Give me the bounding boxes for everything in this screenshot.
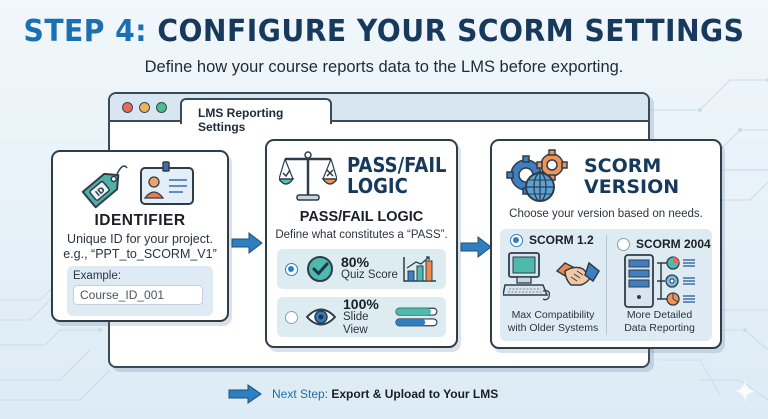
flow-arrow-icon: [460, 236, 492, 258]
progress-bars-icon: [395, 307, 438, 327]
example-box: Example: Course_ID_001: [67, 266, 213, 316]
slide-view-label: Slide View: [343, 310, 369, 336]
identifier-desc-line2: e.g., “PPT_to_SCORM_V1”: [63, 247, 217, 261]
next-step-label: Next Step:: [272, 387, 329, 401]
minimize-window-button[interactable]: [139, 102, 150, 113]
option-scorm-2004[interactable]: SCORM 2004: [606, 235, 712, 335]
version-options: SCORM 1.2 Max Compatibility: [500, 229, 712, 341]
next-step-text: Export & Upload to Your LMS: [331, 387, 499, 401]
arrow-right-icon: [228, 384, 262, 404]
scorm-12-desc-line1: Max Compatibility: [511, 309, 595, 321]
scorm-version-description: Choose your version based on needs.: [509, 208, 703, 220]
scorm-2004-label: SCORM 2004: [636, 237, 711, 251]
identifier-description: Unique ID for your project. e.g., “PPT_t…: [53, 232, 227, 262]
pass-fail-description: Define what constitutes a “PASS”.: [275, 229, 448, 241]
scorm-2004-desc-line2: Data Reporting: [624, 322, 695, 334]
page-subtitle: Define how your course reports data to t…: [144, 58, 624, 76]
pass-fail-heading-line1: PASS/FAIL: [347, 153, 447, 177]
slide-view-radio[interactable]: [285, 310, 298, 324]
option-quiz-score[interactable]: 80% Quiz Score: [277, 249, 446, 289]
window-titlebar: LMS Reporting Settings: [110, 94, 648, 134]
scorm-12-radio[interactable]: [510, 233, 523, 247]
computer-handshake-icon: [503, 252, 600, 301]
example-label: Example:: [73, 270, 121, 282]
identifier-desc-line1: Unique ID for your project.: [67, 232, 213, 246]
gears-globe-icon: [506, 149, 568, 202]
pass-fail-subtitle: PASS/FAIL LOGIC: [299, 209, 424, 225]
title-text: CONFIGURE YOUR SCORM SETTINGS: [157, 14, 745, 49]
server-reports-icon: [623, 254, 695, 308]
slide-view-value: 100%: [343, 295, 379, 312]
tab-lms-reporting-settings[interactable]: LMS Reporting Settings: [180, 98, 332, 134]
scorm-version-heading-line1: SCORM: [584, 155, 662, 177]
scorm-2004-radio[interactable]: [617, 237, 630, 251]
sparkle-icon: [734, 380, 756, 402]
close-window-button[interactable]: [122, 102, 133, 113]
quiz-score-value: 80%: [341, 254, 370, 270]
bar-chart-icon: [403, 256, 436, 282]
scorm-12-label: SCORM 1.2: [529, 233, 594, 247]
title-step: STEP 4:: [23, 14, 148, 49]
pass-fail-heading: PASS/FAIL LOGIC: [347, 155, 446, 197]
scorm-12-desc-line2: with Older Systems: [507, 322, 599, 334]
option-scorm-12[interactable]: SCORM 1.2 Max Compatibility: [500, 229, 606, 341]
scorm-2004-desc-line1: More Detailed: [626, 309, 693, 321]
identifier-card: ID IDENTIFIER Unique ID for your project…: [51, 150, 229, 322]
pass-fail-heading-line2: LOGIC: [347, 174, 408, 198]
next-step[interactable]: Next Step: Export & Upload to Your LMS: [228, 384, 498, 404]
pass-fail-card: PASS/FAIL LOGIC PASS/FAIL LOGIC Define w…: [265, 139, 458, 348]
identifier-input[interactable]: Course_ID_001: [73, 285, 203, 305]
option-slide-view[interactable]: 100% Slide View: [277, 297, 446, 337]
balance-scale-icon: [279, 151, 337, 201]
checkmark-circle-icon: [307, 256, 333, 282]
id-badge-icon: [140, 161, 194, 205]
scorm-version-card: SCORM VERSION Choose your version based …: [490, 139, 722, 349]
scorm-version-heading-line2: VERSION: [584, 176, 680, 198]
identifier-title: IDENTIFIER: [94, 212, 186, 229]
quiz-score-radio[interactable]: [285, 262, 298, 276]
eye-icon: [306, 308, 336, 326]
quiz-score-label: Quiz Score: [341, 269, 398, 281]
scorm-version-heading: SCORM VERSION: [584, 156, 679, 198]
flow-arrow-icon: [231, 232, 263, 254]
maximize-window-button[interactable]: [156, 102, 167, 113]
id-tag-icon: ID: [81, 165, 128, 209]
page-title: STEP 4: CONFIGURE YOUR SCORM SETTINGS: [23, 14, 745, 49]
